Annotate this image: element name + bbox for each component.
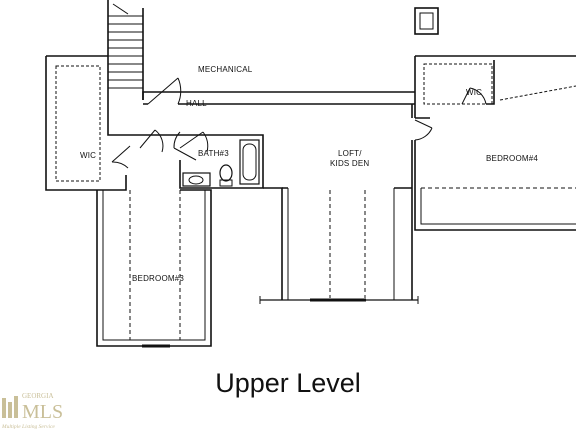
- skylight-box: [414, 7, 439, 35]
- bath3-label: BATH#3: [198, 149, 229, 158]
- stair-treads: [108, 3, 143, 89]
- stair-walls: [107, 0, 144, 100]
- mechanical-label: MECHANICAL: [198, 65, 253, 74]
- bedroom4-label: BEDROOM#4: [486, 154, 538, 163]
- watermark-sub: Multiple Listing Service: [1, 424, 55, 430]
- watermark-top: GEORGIA: [22, 392, 54, 400]
- bedroom4-walls: [414, 140, 576, 231]
- watermark-main: MLS: [22, 401, 63, 423]
- loft-label-line1: LOFT/: [338, 149, 362, 158]
- bath-walls: [126, 134, 264, 189]
- right-wic-walls: [414, 55, 576, 119]
- mls-watermark: GEORGIA MLS Multiple Listing Service: [1, 392, 63, 430]
- loft-walls: [263, 187, 413, 300]
- plan-caption: Upper Level: [215, 368, 361, 398]
- hall-top-wall: [142, 91, 415, 100]
- bedroom3-walls: [96, 189, 212, 347]
- wic-left-label: WIC: [80, 151, 96, 160]
- mls-logo-mark: [2, 396, 18, 418]
- bedroom3-label: BEDROOM#3: [132, 274, 184, 283]
- loft-label-line2: KIDS DEN: [330, 159, 369, 168]
- left-wic-walls: [45, 55, 127, 191]
- hall-label: HALL: [186, 99, 207, 108]
- wic-right-label: WIC: [466, 88, 482, 97]
